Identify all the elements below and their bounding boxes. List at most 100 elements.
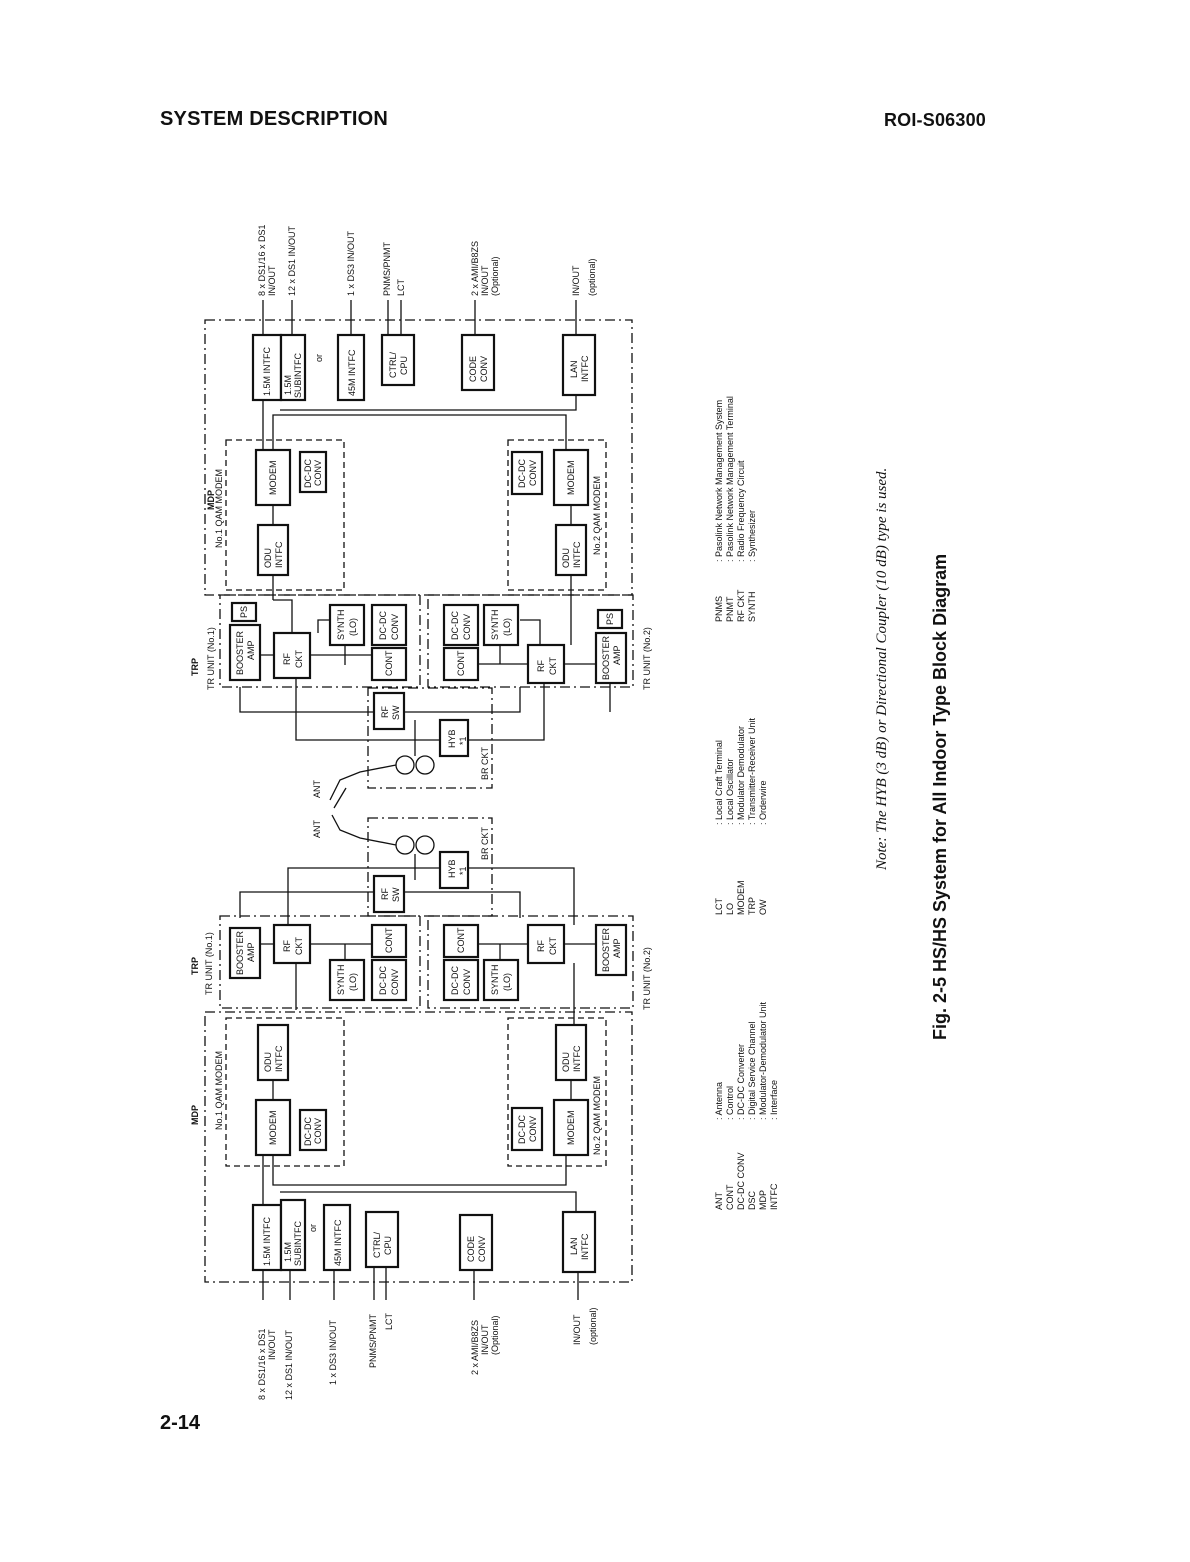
dcdc-tr2b: [442, 958, 480, 1002]
tr2-label-b: TR UNIT (No.2): [642, 947, 652, 1010]
synth-1-b: (LO): [348, 618, 358, 636]
abbr-col2: LCT : Local Craft Terminal LO : Local Os…: [714, 717, 768, 915]
modem-1-label: MODEM: [268, 461, 278, 496]
rf-2b-a: RF: [536, 940, 546, 952]
synth-2: [482, 603, 520, 647]
tr-unit-1: [219, 594, 421, 688]
top-station: MDP No.1 QAM MODEM No.2 QAM MODEM 1.5M I…: [190, 224, 652, 838]
ctrl-b-a: CTRL/: [372, 1231, 382, 1258]
no2b-label: No.2 QAM MODEM: [592, 1076, 602, 1155]
rf-1-b: CKT: [294, 649, 304, 668]
modem-1b-label: MODEM: [268, 1111, 278, 1146]
io-lct: LCT: [396, 278, 406, 296]
hyb-top: [438, 718, 470, 758]
no2-modem-label: No.2 QAM MODEM: [592, 476, 602, 555]
rf-1b-a: RF: [282, 940, 292, 952]
subintfc-1-5m-b: [279, 1198, 307, 1272]
intfc-1-5m-b-label: 1.5M INTFC: [262, 1216, 272, 1266]
hyb-top-b: *1: [458, 736, 468, 745]
synth-1b-b: (LO): [348, 973, 358, 991]
io-b-ami-c: (Optional): [490, 1315, 500, 1355]
dcdc-m2b-b: CONV: [528, 1116, 538, 1142]
bottom-station: BR CKT HYB *1 RF SW TRP TR UNIT (No.1) T…: [190, 814, 652, 1400]
dcdc-m1b-a: DC-DC: [303, 1117, 313, 1146]
rf-ckt-2b: [526, 923, 566, 965]
hyb-top-a: HYB: [447, 729, 457, 748]
io-b-lan: IN/OUT: [572, 1314, 582, 1345]
io-ds1-8-b: IN/OUT: [267, 265, 277, 296]
modem2-frame: [507, 439, 607, 591]
odu-1b: [256, 1023, 290, 1082]
rfsw-bottom-a: RF: [380, 888, 390, 900]
ctrl-a: CTRL/: [388, 351, 398, 378]
ctrl-cpu: [380, 333, 416, 387]
sub-b-a: 1.5M: [283, 1242, 293, 1262]
br-ckt-top: [367, 687, 493, 789]
abbr-desc: : Pasolink Network Management System: [714, 400, 724, 562]
rfsw-top-b: SW: [391, 705, 401, 720]
io-ami-c: (Optional): [490, 256, 500, 296]
abbr-desc: : Radio Frequency Circuit: [736, 460, 746, 562]
dcdc-m2b-a: DC-DC: [517, 1115, 527, 1144]
dcdc-m2-b: CONV: [528, 460, 538, 486]
code-conv-b: [458, 1213, 494, 1272]
ps-1: [230, 601, 258, 623]
ant-bottom: ANT: [312, 819, 322, 838]
synth-2-b: (LO): [502, 618, 512, 636]
document-id: ROI-S06300: [883, 110, 986, 130]
io-lan: IN/OUT: [571, 265, 581, 296]
tr1-label: TR UNIT (No.1): [206, 627, 216, 690]
io-b-pnms: PNMS/PNMT: [368, 1313, 378, 1368]
abbreviations: ANT : Antenna CONT : Control DC-DC CONV …: [714, 396, 779, 1210]
io-b-ds1-8: 8 x DS1/16 x DS1: [257, 1328, 267, 1400]
io-pnms: PNMS/PNMT: [382, 241, 392, 296]
abbr: MODEM: [736, 881, 746, 916]
dcdc-m1-b: CONV: [313, 460, 323, 486]
rf-ckt-1b: [272, 923, 312, 965]
dcdc-tr1-a: DC-DC: [378, 611, 388, 640]
ant-top: ANT: [312, 779, 322, 798]
modem1-frame: [225, 439, 345, 591]
rf-sw-bottom: [372, 874, 406, 914]
abbr-desc: : Local Craft Terminal: [714, 740, 724, 825]
odu-1b-b: INTFC: [274, 1045, 284, 1072]
abbr-desc: : Control: [725, 1086, 735, 1120]
ctrl-cpu-b: [364, 1210, 400, 1269]
abbr-desc: : Orderwire: [758, 780, 768, 825]
hyb-bottom: [438, 850, 470, 890]
abbr: TRP: [747, 897, 757, 915]
abbr: OW: [758, 899, 768, 915]
abbr: ANT: [714, 1191, 724, 1210]
abbr-desc: : Digital Service Channel: [747, 1021, 757, 1120]
dcdc-m1: [298, 450, 328, 494]
rf-2-a: RF: [536, 660, 546, 672]
io-ds1-8: 8 x DS1/16 x DS1: [257, 224, 267, 296]
io-b-ami-b: IN/OUT: [480, 1324, 490, 1355]
synth-1b: [328, 958, 366, 1002]
lan-b-b: INTFC: [580, 1233, 590, 1260]
intfc-45m-label: 45M INTFC: [347, 349, 357, 396]
code-conv: [460, 333, 496, 392]
lan-intfc-b: [561, 1210, 597, 1274]
booster-2b-b: AMP: [612, 938, 622, 958]
dcdc-m1b-b: CONV: [313, 1118, 323, 1144]
cont-2-label: CONT: [456, 650, 466, 676]
odu-2-b: INTFC: [572, 541, 582, 568]
odu-2b-a: ODU: [561, 1052, 571, 1072]
booster-1b-a: BOOSTER: [235, 930, 245, 975]
synth-1: [328, 603, 366, 647]
brckt-top-label: BR CKT: [480, 746, 490, 780]
io-b-ds1-12: 12 x DS1 IN/OUT: [284, 1329, 294, 1400]
rf-sw-top: [372, 691, 406, 731]
dcdc-tr1b: [370, 958, 408, 1002]
abbr-desc: : Transmitter-Receiver Unit: [747, 717, 757, 825]
figure-note: Note: The HYB (3 dB) or Directional Coup…: [874, 468, 890, 871]
odu-2b-b: INTFC: [572, 1045, 582, 1072]
io-ami-b: IN/OUT: [480, 265, 490, 296]
mdp-frame-bottom: [204, 1011, 633, 1283]
io-b-ami: 2 x AMI/B8ZS: [470, 1320, 480, 1375]
cont-1b-label: CONT: [384, 927, 394, 953]
abbr: SYNTH: [747, 591, 757, 622]
ps-2-label: PS: [605, 613, 615, 625]
lan-intfc: [561, 333, 597, 397]
